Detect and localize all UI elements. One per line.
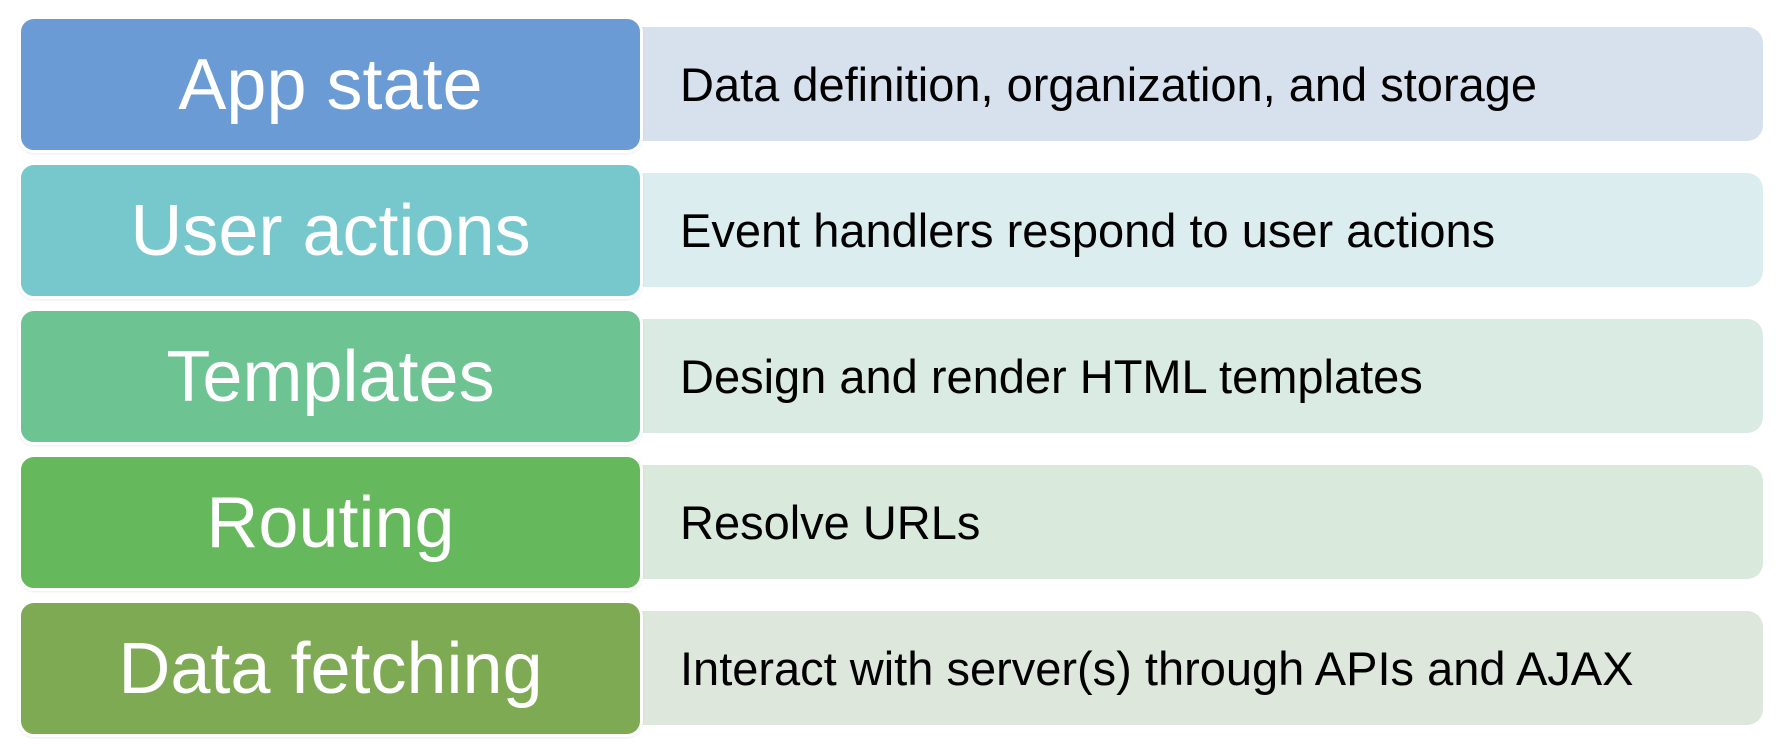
row-templates: Design and render HTML templates Templat… xyxy=(18,308,1763,445)
row-user-actions: Event handlers respond to user actions U… xyxy=(18,162,1763,299)
row-label: Routing xyxy=(18,454,643,591)
row-data-fetching: Interact with server(s) through APIs and… xyxy=(18,600,1763,737)
row-description: Interact with server(s) through APIs and… xyxy=(618,611,1763,725)
row-description: Resolve URLs xyxy=(618,465,1763,579)
row-label: App state xyxy=(18,16,643,153)
row-description: Data definition, organization, and stora… xyxy=(618,27,1763,141)
row-label: User actions xyxy=(18,162,643,299)
row-description: Event handlers respond to user actions xyxy=(618,173,1763,287)
row-label: Data fetching xyxy=(18,600,643,737)
row-routing: Resolve URLs Routing xyxy=(18,454,1763,591)
row-label: Templates xyxy=(18,308,643,445)
row-app-state: Data definition, organization, and stora… xyxy=(18,16,1763,153)
row-description: Design and render HTML templates xyxy=(618,319,1763,433)
